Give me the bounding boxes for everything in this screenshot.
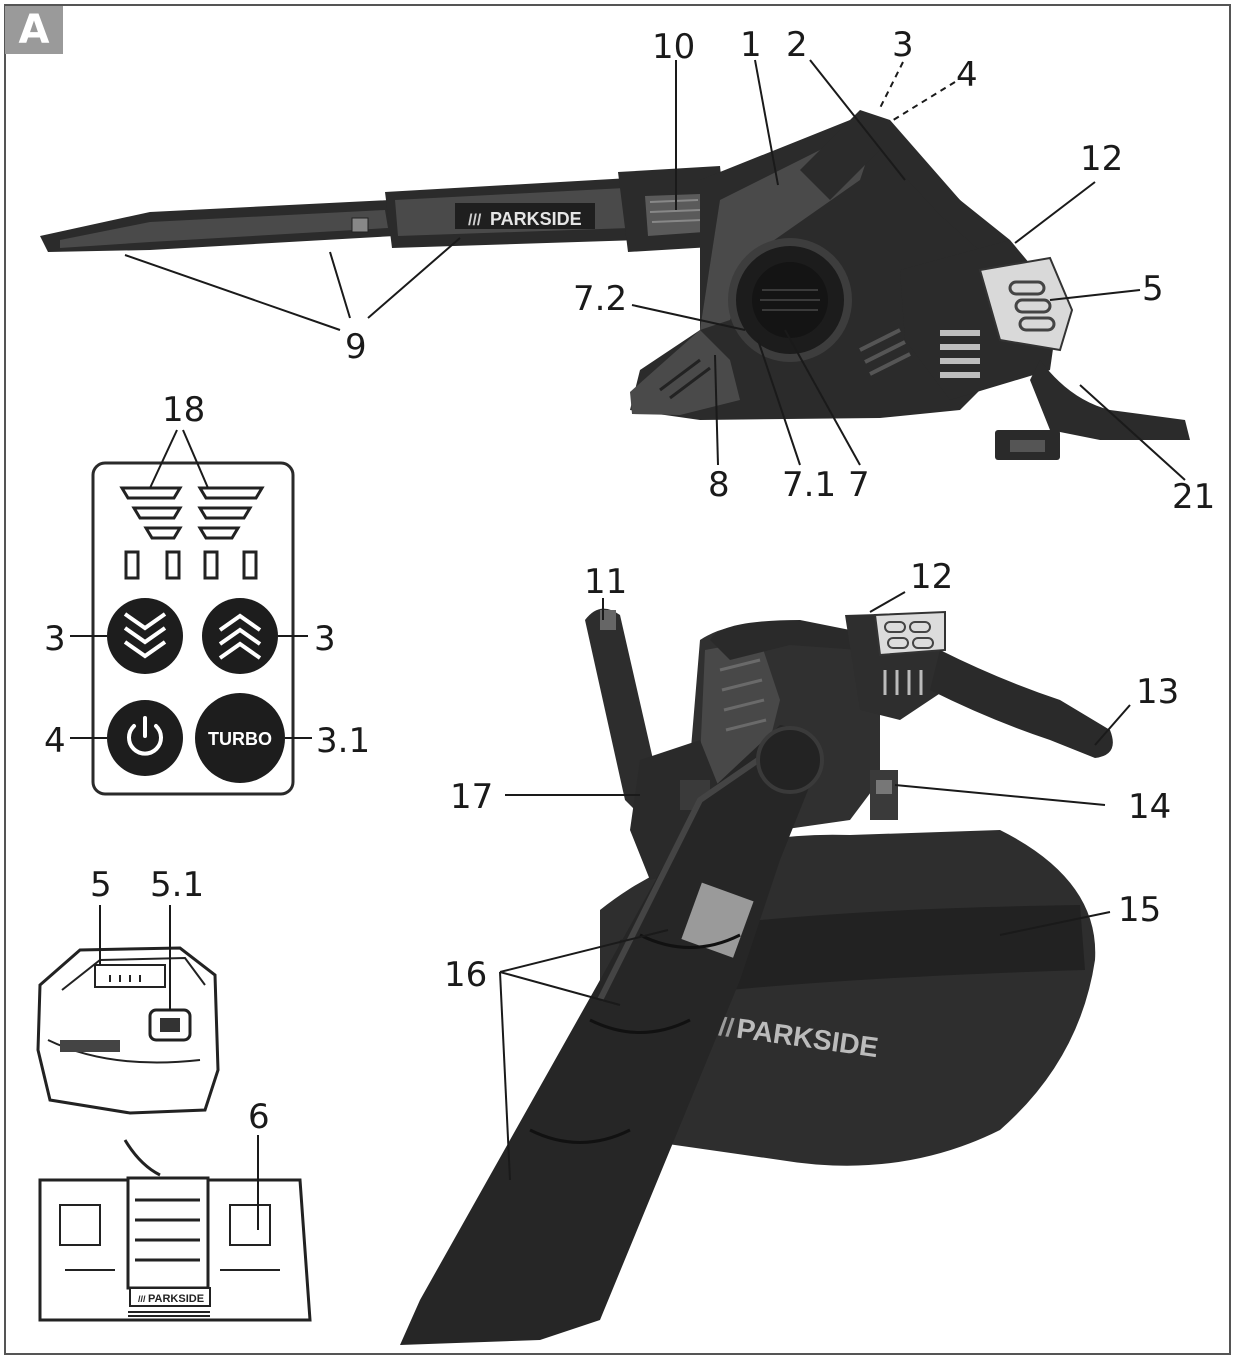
callout-14: 14 xyxy=(1128,787,1172,827)
callout-2: 2 xyxy=(786,25,808,65)
power-icon xyxy=(127,716,163,756)
callout-10: 10 xyxy=(652,27,696,67)
blower-brand-logo: PARKSIDE xyxy=(490,209,582,229)
callout-17: 17 xyxy=(450,777,494,817)
chevrons-up-icon xyxy=(218,613,262,660)
figure-frame xyxy=(4,4,1231,1355)
callout-1: 1 xyxy=(740,25,762,65)
callout-7-1: 7.1 xyxy=(782,465,837,505)
callout-3-1: 3.1 xyxy=(316,721,371,761)
charger-brand-mark: /// xyxy=(138,1294,146,1304)
callout-3-left: 3 xyxy=(44,619,66,659)
turbo-button-label: TURBO xyxy=(208,729,272,749)
callout-4-top: 4 xyxy=(956,55,978,95)
blower-strap xyxy=(995,360,1190,460)
speed-up-button xyxy=(202,598,278,674)
callout-16: 16 xyxy=(444,955,488,995)
battery-pack xyxy=(36,905,220,1115)
turbo-button: TURBO xyxy=(195,693,285,783)
control-panel: TURBO xyxy=(70,429,312,796)
charger-brand-logo: PARKSIDE xyxy=(148,1293,204,1305)
callout-3-top: 3 xyxy=(892,25,914,65)
speed-level-indicator xyxy=(119,486,265,540)
callout-8: 8 xyxy=(708,465,730,505)
power-button xyxy=(107,700,183,776)
callout-18: 18 xyxy=(162,390,206,430)
chevrons-down-icon xyxy=(123,612,167,659)
callout-12-top: 12 xyxy=(1080,139,1124,179)
callout-7-2: 7.2 xyxy=(573,279,628,319)
vacuum-leader-lines xyxy=(499,591,1131,1181)
callout-9: 9 xyxy=(345,327,367,367)
callout-13: 13 xyxy=(1136,672,1180,712)
callout-12-vacuum: 12 xyxy=(910,557,954,597)
section-badge: A xyxy=(5,6,63,54)
callout-4-panel: 4 xyxy=(44,721,66,761)
callout-5-1: 5.1 xyxy=(150,865,205,905)
callout-5-battery: 5 xyxy=(90,865,112,905)
leaf-blower-illustration: /// PARKSIDE xyxy=(40,110,1190,460)
blower-nozzle: /// PARKSIDE xyxy=(40,178,640,252)
callout-6: 6 xyxy=(248,1097,270,1137)
callout-7: 7 xyxy=(848,465,870,505)
battery-charger: /// PARKSIDE xyxy=(38,1135,312,1322)
blower-leader-lines xyxy=(124,59,1186,481)
callout-3-right: 3 xyxy=(314,619,336,659)
leaf-vacuum-illustration: /// PARKSIDE xyxy=(400,608,1113,1345)
speed-down-button xyxy=(107,598,183,674)
blower-battery xyxy=(900,240,1074,400)
charge-indicator-leds xyxy=(124,550,258,580)
blower-brand-mark: /// xyxy=(468,212,482,229)
callout-15: 15 xyxy=(1118,890,1162,930)
callout-11: 11 xyxy=(584,562,628,602)
callout-21: 21 xyxy=(1172,477,1216,517)
callout-5-blower: 5 xyxy=(1142,269,1164,309)
